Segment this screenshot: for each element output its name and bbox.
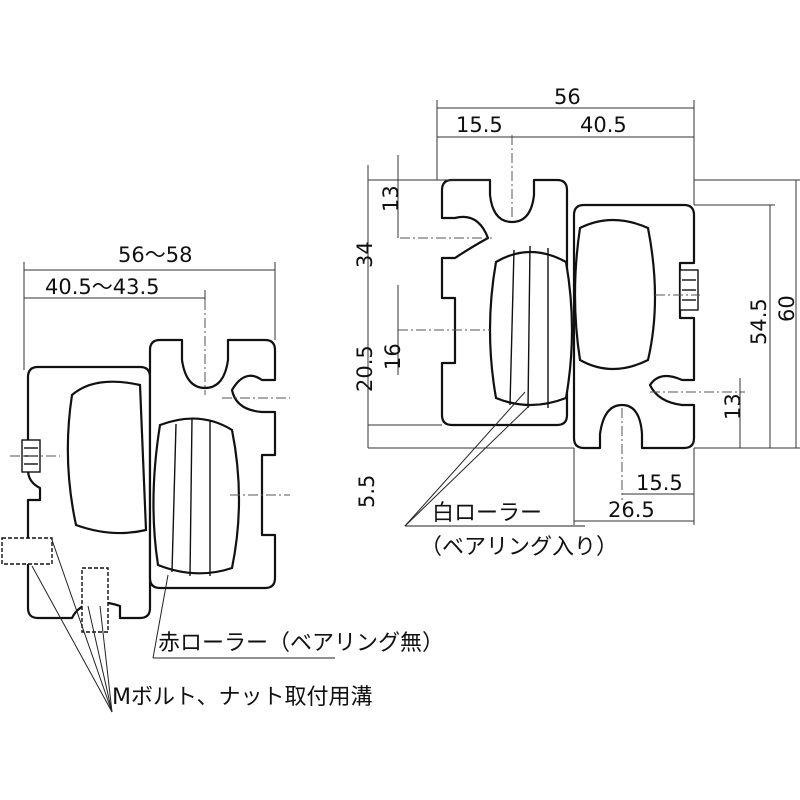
dim-right-bottom-slot: 13 <box>721 393 745 420</box>
roller-line <box>527 245 531 409</box>
dim-right-20: 20.5 <box>353 345 377 392</box>
dim-right-16: 16 <box>381 343 405 370</box>
dim-right-height-34: 34 <box>353 241 377 268</box>
right-red-roller <box>573 218 657 370</box>
dim-left-total-width: 56～58 <box>118 243 192 267</box>
left-white-roller <box>66 380 148 535</box>
bolt-groove-leader <box>87 605 113 713</box>
left-red-roller <box>152 417 241 575</box>
red-roller-leader <box>152 574 169 659</box>
left-assembly: 56～58 40.5～43.5 <box>1 243 290 633</box>
white-roller-label: 白ローラー <box>432 501 542 526</box>
dim-left-offset: 40.5～43.5 <box>45 275 160 299</box>
white-roller-leader <box>404 404 531 527</box>
right-white-roller <box>488 251 574 407</box>
right-assembly: 56 15.5 40.5 13 34 16 20.5 5.5 54.5 60 1… <box>353 85 800 525</box>
white-roller-leader <box>404 391 526 527</box>
dim-right-54-5: 54.5 <box>747 298 771 345</box>
roller-line <box>171 423 177 573</box>
dim-right-total-width: 56 <box>554 85 581 109</box>
red-roller-label: 赤ローラー（ベアリング無） <box>158 631 444 656</box>
dim-right-5-5: 5.5 <box>355 475 379 508</box>
callouts: 白ローラー （ベアリング入り） 赤ローラー（ベアリング無） Mボルト、ナット取付… <box>31 391 618 713</box>
dim-right-60: 60 <box>775 295 799 322</box>
dim-right-offset-15: 15.5 <box>456 113 503 137</box>
m-bolt-screw <box>81 567 109 633</box>
bolt-groove-leader <box>99 605 113 713</box>
dim-right-top-slot: 13 <box>379 185 403 212</box>
white-roller-note: （ベアリング入り） <box>420 535 618 560</box>
m-bolt-screw <box>1 537 53 565</box>
dim-right-bottom-15: 15.5 <box>636 471 683 495</box>
roller-line <box>189 417 193 577</box>
dim-right-bottom-26: 26.5 <box>608 498 655 522</box>
dim-right-offset-40: 40.5 <box>580 113 627 137</box>
bolt-groove-leader <box>51 539 113 713</box>
roller-line <box>509 249 515 406</box>
bolt-groove-label: Mボルト、ナット取付用溝 <box>112 685 373 710</box>
bolt-groove-leader <box>31 565 113 713</box>
